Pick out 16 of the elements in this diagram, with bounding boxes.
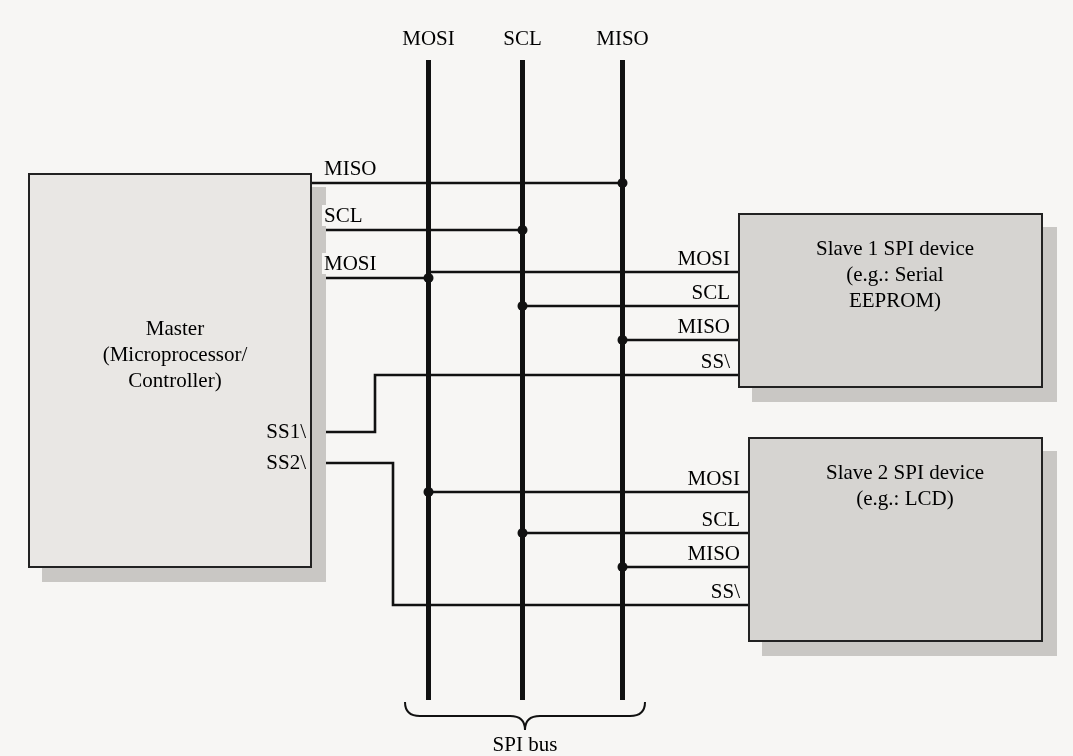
signal-line (517, 528, 748, 538)
bus-signal-label: MOSI (401, 28, 456, 49)
signal-line (431, 270, 738, 274)
device-label: Slave 2 SPI device (e.g.: LCD) (824, 459, 986, 511)
signal-line (423, 487, 748, 497)
signal-line (617, 335, 738, 345)
signal-line (517, 301, 738, 311)
signal-line (312, 178, 628, 188)
pin-label: SS2\ (266, 452, 306, 473)
bus-signal-label: SCL (502, 28, 543, 49)
device-label: Slave 1 SPI device (e.g.: Serial EEPROM) (814, 235, 976, 313)
bus-signal-label: MISO (595, 28, 650, 49)
device-label: Master (Microprocessor/ Controller) (101, 315, 249, 393)
pin-label: SS1\ (266, 421, 306, 442)
bus-caption: SPI bus (491, 734, 559, 755)
signal-line (617, 562, 748, 572)
